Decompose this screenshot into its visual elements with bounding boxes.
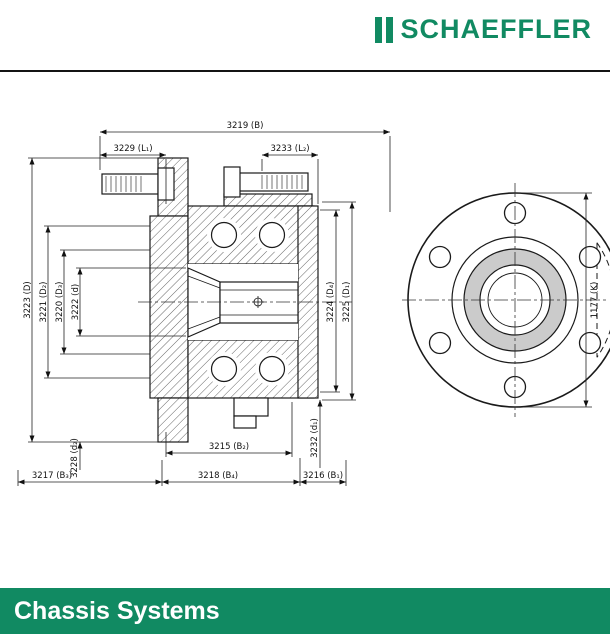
dim-label-b4: 3218 (B₄) [198,471,238,481]
dim-label-l1: 3229 (L₁) [113,144,152,154]
dimension-b1: 3216 (B₁) [300,460,347,486]
dim-label-k: 1177 (K) [590,282,600,319]
schaeffler-logo: SCHAEFFLER [374,14,593,45]
header-divider [0,70,610,72]
dim-label-b: 3219 (B) [227,121,264,131]
center-mark [252,296,264,308]
dim-label-d4-cap: 3224 (D₄) [326,282,336,323]
front-view-centerlines [402,183,608,417]
dimension-d1-low: 3232 (d₁) [310,400,323,468]
dim-label-d2-low: 3228 (d₂) [70,438,80,478]
dim-label-l2: 3233 (L₂) [270,144,309,154]
dim-label-b1: 3216 (B₁) [303,471,343,481]
dim-label-d-cap: 3223 (D) [23,281,33,319]
dimension-b4: 3218 (B₄) [161,458,301,486]
hub-bore [187,264,299,340]
dimension-d-low: 3222 (d) [71,267,186,337]
cross-section-view [101,157,352,443]
brand-name: SCHAEFFLER [400,14,592,44]
footer-title: Chassis Systems [14,596,220,625]
dim-label-d2-cap: 3221 (D₂) [39,282,49,323]
dim-label-b3: 3217 (B₃) [32,471,72,481]
dim-label-d-low: 3222 (d) [71,284,81,320]
dimension-b2: 3215 (B₂) [165,402,293,457]
dimension-b: 3219 (B) [99,121,391,212]
dimension-d1-cap: 3225 (D₁) [322,201,356,401]
dim-label-d1-cap: 3225 (D₁) [342,282,352,323]
dim-label-d3-cap: 3220 (D₃) [55,282,65,323]
logo-bar-right [385,16,393,43]
dimension-d3-cap: 3220 (D₃) [55,249,150,355]
front-view: 1177 (K) [402,183,610,417]
schaeffler-logo-icon [374,16,393,43]
dimension-d4-cap: 3224 (D₄) [320,209,340,393]
bottom-pilot [233,397,269,429]
dimension-k: 1177 (K) [518,192,600,408]
dimension-b3: 3217 (B₃) [17,470,162,486]
dimension-l1: 3229 (L₁) [100,144,167,204]
dimension-l2: 3233 (L₂) [261,144,319,204]
dimension-d2-low: 3228 (d₂) [70,438,83,478]
header: SCHAEFFLER [0,0,610,70]
bearing-balls [207,218,289,386]
wheel-stud-right [223,166,313,207]
logo-bar-left [374,16,382,43]
dimension-d2-cap: 3221 (D₂) [39,225,150,379]
wheel-stud-left [101,167,175,201]
dim-label-d1-low: 3232 (d₁) [310,418,320,458]
dimension-d-cap: 3223 (D) [23,157,158,443]
hub-flange [149,157,189,443]
dim-label-b2: 3215 (B₂) [209,442,249,452]
dimensions-section: 3219 (B) 3229 (L₁) 3233 (L₂) 3223 (D) [17,121,391,486]
hidden-edge-arc [596,242,610,358]
footer-bar: Chassis Systems [0,588,610,634]
